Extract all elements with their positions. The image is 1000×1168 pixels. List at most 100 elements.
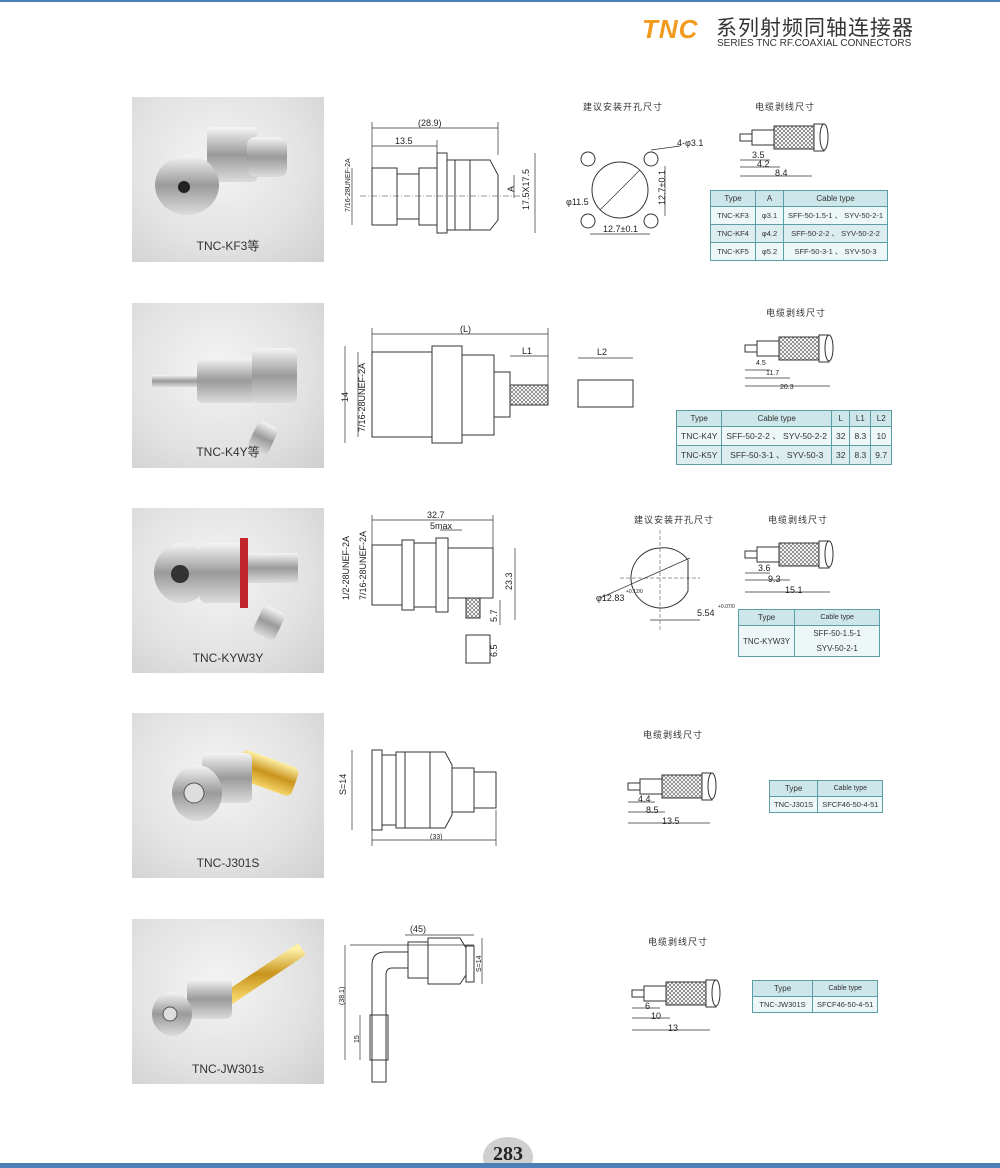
dim-label: 15 <box>354 1035 361 1043</box>
cell: SFCF46-50-4-51 <box>817 796 884 813</box>
col-header: Cable type <box>794 609 881 626</box>
col-header: Cable type <box>782 190 889 207</box>
dim-label: 14 <box>340 391 350 402</box>
dim-label: 23.3 <box>504 572 514 590</box>
connector-illustration <box>155 127 287 215</box>
dim-label: L2 <box>597 347 608 357</box>
col-header: Type <box>710 190 756 207</box>
cell: TNC-J301S <box>768 796 819 813</box>
product-caption: TNC-KYW3Y <box>192 651 264 665</box>
strip-title: 电缆剥线尺寸 <box>643 730 704 740</box>
dim-label: 15.1 <box>785 585 803 595</box>
strip-title: 电缆剥线尺寸 <box>768 515 829 525</box>
dim-label: 10 <box>651 1011 662 1021</box>
dim-label: 13.5 <box>395 136 413 146</box>
drawing-k4y <box>344 328 834 444</box>
dim-label: 1/2-28UNEF-2A <box>341 535 351 600</box>
col-header: Cable type <box>817 780 884 797</box>
col-header: A <box>755 190 784 207</box>
dim-label: (28.9) <box>418 118 442 128</box>
cell: SFF-50-1.5-1 、 SYV-50-2-1 <box>782 206 889 225</box>
cell: SFF-50-3-1 、 SYV-50-3 <box>721 445 832 465</box>
dim-label: φ12.83 <box>596 593 625 603</box>
col-header: Cable type <box>811 980 879 997</box>
cell: 8.3 <box>849 445 872 465</box>
dim-label: 20.3 <box>780 384 794 391</box>
product-photo-kyw3y: TNC-KYW3Y <box>132 508 324 673</box>
cell: 9.7 <box>870 445 893 465</box>
dim-tolerance: +0.12/0 <box>626 589 643 595</box>
product-photo-kf3: TNC-KF3等 <box>132 97 324 262</box>
dim-tolerance: +0.07/0 <box>718 604 735 610</box>
connector-illustration <box>154 538 298 640</box>
product-caption: TNC-K4Y等 <box>196 445 260 459</box>
drawing-jw301s <box>344 934 721 1083</box>
dim-label: 32.7 <box>427 510 445 520</box>
dim-label: 8.5 <box>646 805 659 815</box>
table-row: SYV-50-2-1 <box>739 641 881 657</box>
cell: 8.3 <box>849 426 872 446</box>
product-caption: TNC-J301S <box>196 856 260 870</box>
cell: TNC-KF5 <box>710 242 756 261</box>
mount-hole-title: 建议安装开孔尺寸 <box>583 102 664 112</box>
strip-title: 电缆剥线尺寸 <box>766 308 827 318</box>
cell: φ4.2 <box>755 224 784 243</box>
dim-label: 5.7 <box>489 609 499 622</box>
dim-label: 8.4 <box>775 168 788 178</box>
connector-illustration <box>152 348 297 455</box>
col-header: Type <box>768 780 819 797</box>
strip-title: 电缆剥线尺寸 <box>648 937 709 947</box>
dim-label: 12.7±0.1 <box>603 224 638 234</box>
mount-hole-title: 建议安装开孔尺寸 <box>634 515 715 525</box>
product-photo-k4y: TNC-K4Y等 <box>132 303 324 468</box>
dim-label: 5max <box>430 521 453 531</box>
col-header: Type <box>752 980 813 997</box>
drawing-kf3 <box>351 122 829 235</box>
dim-label: 11.7 <box>766 370 780 377</box>
dim-label: A <box>506 185 516 192</box>
cell: 10 <box>870 426 893 446</box>
cell: 32 <box>830 445 851 465</box>
product-photo-jw301s: TNC-JW301s <box>132 919 324 1084</box>
strip-title: 电缆剥线尺寸 <box>755 102 816 112</box>
dim-label: 17.5X17.5 <box>521 168 531 210</box>
cell: φ5.2 <box>755 242 784 261</box>
drawing-j301s <box>351 749 717 846</box>
cell: TNC-KF4 <box>710 224 756 243</box>
cell: TNC-K4Y <box>675 426 723 446</box>
col-header: Type <box>675 410 723 427</box>
dim-label: 3.6 <box>758 563 771 573</box>
dim-label: (33) <box>430 834 443 841</box>
cell: TNC-KYW3Y <box>737 625 796 657</box>
col-header: Type <box>737 609 796 626</box>
product-caption: TNC-KF3等 <box>196 239 260 253</box>
cell: SFCF46-50-4-51 <box>811 996 879 1013</box>
dim-label: 7/16-28UNEF-2A <box>358 530 368 600</box>
connector-illustration <box>152 943 306 1036</box>
drawing-kyw3y <box>371 515 834 664</box>
page-number: 283 <box>483 1137 533 1168</box>
dim-label: (38.1) <box>339 986 346 1005</box>
dim-label: 4.4 <box>638 794 651 804</box>
cell: φ3.1 <box>755 206 784 225</box>
col-header: L2 <box>870 410 893 427</box>
dim-label: φ11.5 <box>566 197 589 207</box>
dim-label: 13.5 <box>662 816 680 826</box>
page-title-en: SERIES TNC RF.COAXIAL CONNECTORS <box>717 38 912 49</box>
dim-label: 4.2 <box>757 159 770 169</box>
product-photo-j301s: TNC-J301S <box>132 713 324 878</box>
cell: SFF-50-2-2 、 SYV-50-2-2 <box>721 426 832 446</box>
dim-label: 5.54 <box>697 608 715 618</box>
